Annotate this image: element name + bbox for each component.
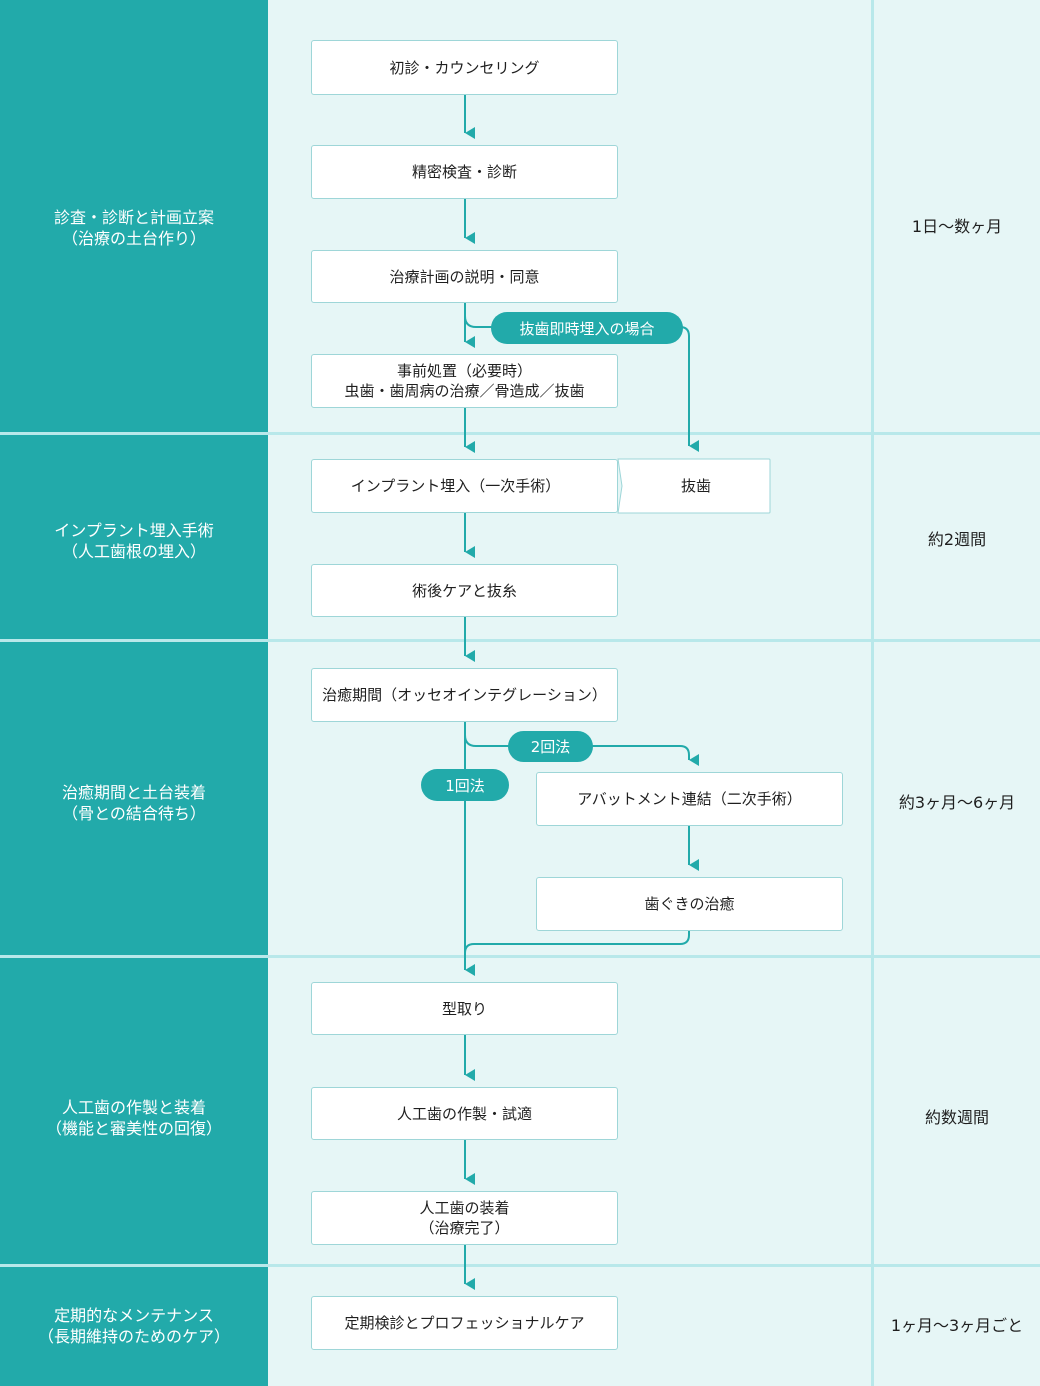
step-label: 術後ケアと抜糸 (412, 581, 517, 600)
step-postop-care: 術後ケアと抜糸 (311, 564, 618, 617)
step-label: 治癒期間（オッセオインテグレーション） (322, 686, 607, 704)
phase-duration: 1ヶ月〜3ヶ月ごと (890, 1316, 1024, 1335)
phase-title: 定期的なメンテナンス (54, 1306, 214, 1325)
phase-subtitle: （長期維持のためのケア） (37, 1327, 230, 1346)
phase-label-maintenance: 定期的なメンテナンス （長期維持のためのケア） (0, 1305, 268, 1347)
step-label: 精密検査・診断 (411, 163, 517, 181)
step-label: インプラント埋入（一次手術） (350, 477, 561, 495)
step-maintenance: 定期検診とプロフェッショナルケア (311, 1296, 618, 1350)
phase-column (0, 0, 268, 1386)
step-first-visit: 初診・カウンセリング (311, 40, 618, 95)
step-label: 初診・カウンセリング (389, 58, 540, 77)
phase-subtitle: （治療の土台作り） (61, 229, 206, 248)
phase-duration: 1日〜数ヶ月 (911, 217, 1003, 236)
phase-title: 人工歯の作製と装着 (61, 1098, 206, 1117)
phase-title: 診査・診断と計画立案 (53, 208, 214, 227)
extraction-box-shape (617, 458, 771, 514)
branch-two-stage-connector (464, 734, 699, 766)
phase-subtitle: （機能と審美性の回復） (45, 1119, 222, 1138)
branch-one-stage-label: 1回法 (421, 769, 509, 801)
phase-divider (0, 432, 1040, 435)
step-label: 治療計画の説明・同意 (389, 267, 540, 286)
phase-title: インプラント埋入手術 (54, 521, 214, 540)
step-fabrication: 人工歯の作製・試適 (311, 1087, 618, 1140)
duration-divider (871, 0, 874, 1386)
step-impression: 型取り (311, 982, 618, 1035)
step-label: 歯ぐきの治癒 (644, 895, 735, 913)
branch-immediate-label: 抜歯即時埋入の場合 (491, 312, 683, 344)
step-prosthesis-placement: 人工歯の装着 （治療完了） (311, 1191, 618, 1245)
step-exam: 精密検査・診断 (311, 145, 618, 199)
phase-subtitle: （骨との結合待ち） (62, 804, 206, 823)
step-label: アバットメント連結（二次手術） (577, 790, 802, 808)
phase-divider (0, 955, 1040, 958)
step-gum-healing: 歯ぐきの治癒 (536, 877, 843, 931)
step-healing-period: 治癒期間（オッセオインテグレーション） (311, 668, 618, 722)
phase-divider (0, 1264, 1040, 1267)
phase-title: 治癒期間と土台装着 (61, 783, 206, 802)
merge-connector (464, 931, 690, 954)
step-label: （治療完了） (419, 1219, 510, 1237)
step-implant-placement: インプラント埋入（一次手術） (311, 459, 618, 513)
phase-duration: 約2週間 (927, 530, 987, 549)
phase-duration: 約3ヶ月〜6ヶ月 (898, 793, 1016, 812)
phase-subtitle: （人工歯根の埋入） (61, 542, 206, 561)
step-label: 人工歯の装着 (419, 1199, 510, 1217)
phase-label-prosthesis: 人工歯の作製と装着 （機能と審美性の回復） (0, 1097, 268, 1139)
step-pretreatment: 事前処置（必要時） 虫歯・歯周病の治療／骨造成／抜歯 (311, 354, 618, 408)
step-plan: 治療計画の説明・同意 (311, 250, 618, 303)
step-label: 虫歯・歯周病の治療／骨造成／抜歯 (344, 382, 585, 400)
step-label: 人工歯の作製・試適 (396, 1104, 532, 1123)
phase-label-healing: 治癒期間と土台装着 （骨との結合待ち） (0, 782, 268, 824)
phase-duration: 約数週間 (924, 1108, 989, 1127)
phase-divider (0, 639, 1040, 642)
step-label: 定期検診とプロフェッショナルケア (344, 1314, 585, 1332)
step-label: 抜歯 (680, 477, 711, 495)
step-abutment-connection: アバットメント連結（二次手術） (536, 772, 843, 826)
step-extraction: 抜歯 (622, 459, 770, 513)
phase-label-diagnosis: 診査・診断と計画立案 （治療の土台作り） (0, 207, 268, 249)
branch-two-stage-label: 2回法 (508, 731, 593, 762)
step-label: 型取り (441, 999, 487, 1018)
step-label: 事前処置（必要時） (396, 362, 532, 380)
phase-label-surgery: インプラント埋入手術 （人工歯根の埋入） (0, 520, 268, 562)
